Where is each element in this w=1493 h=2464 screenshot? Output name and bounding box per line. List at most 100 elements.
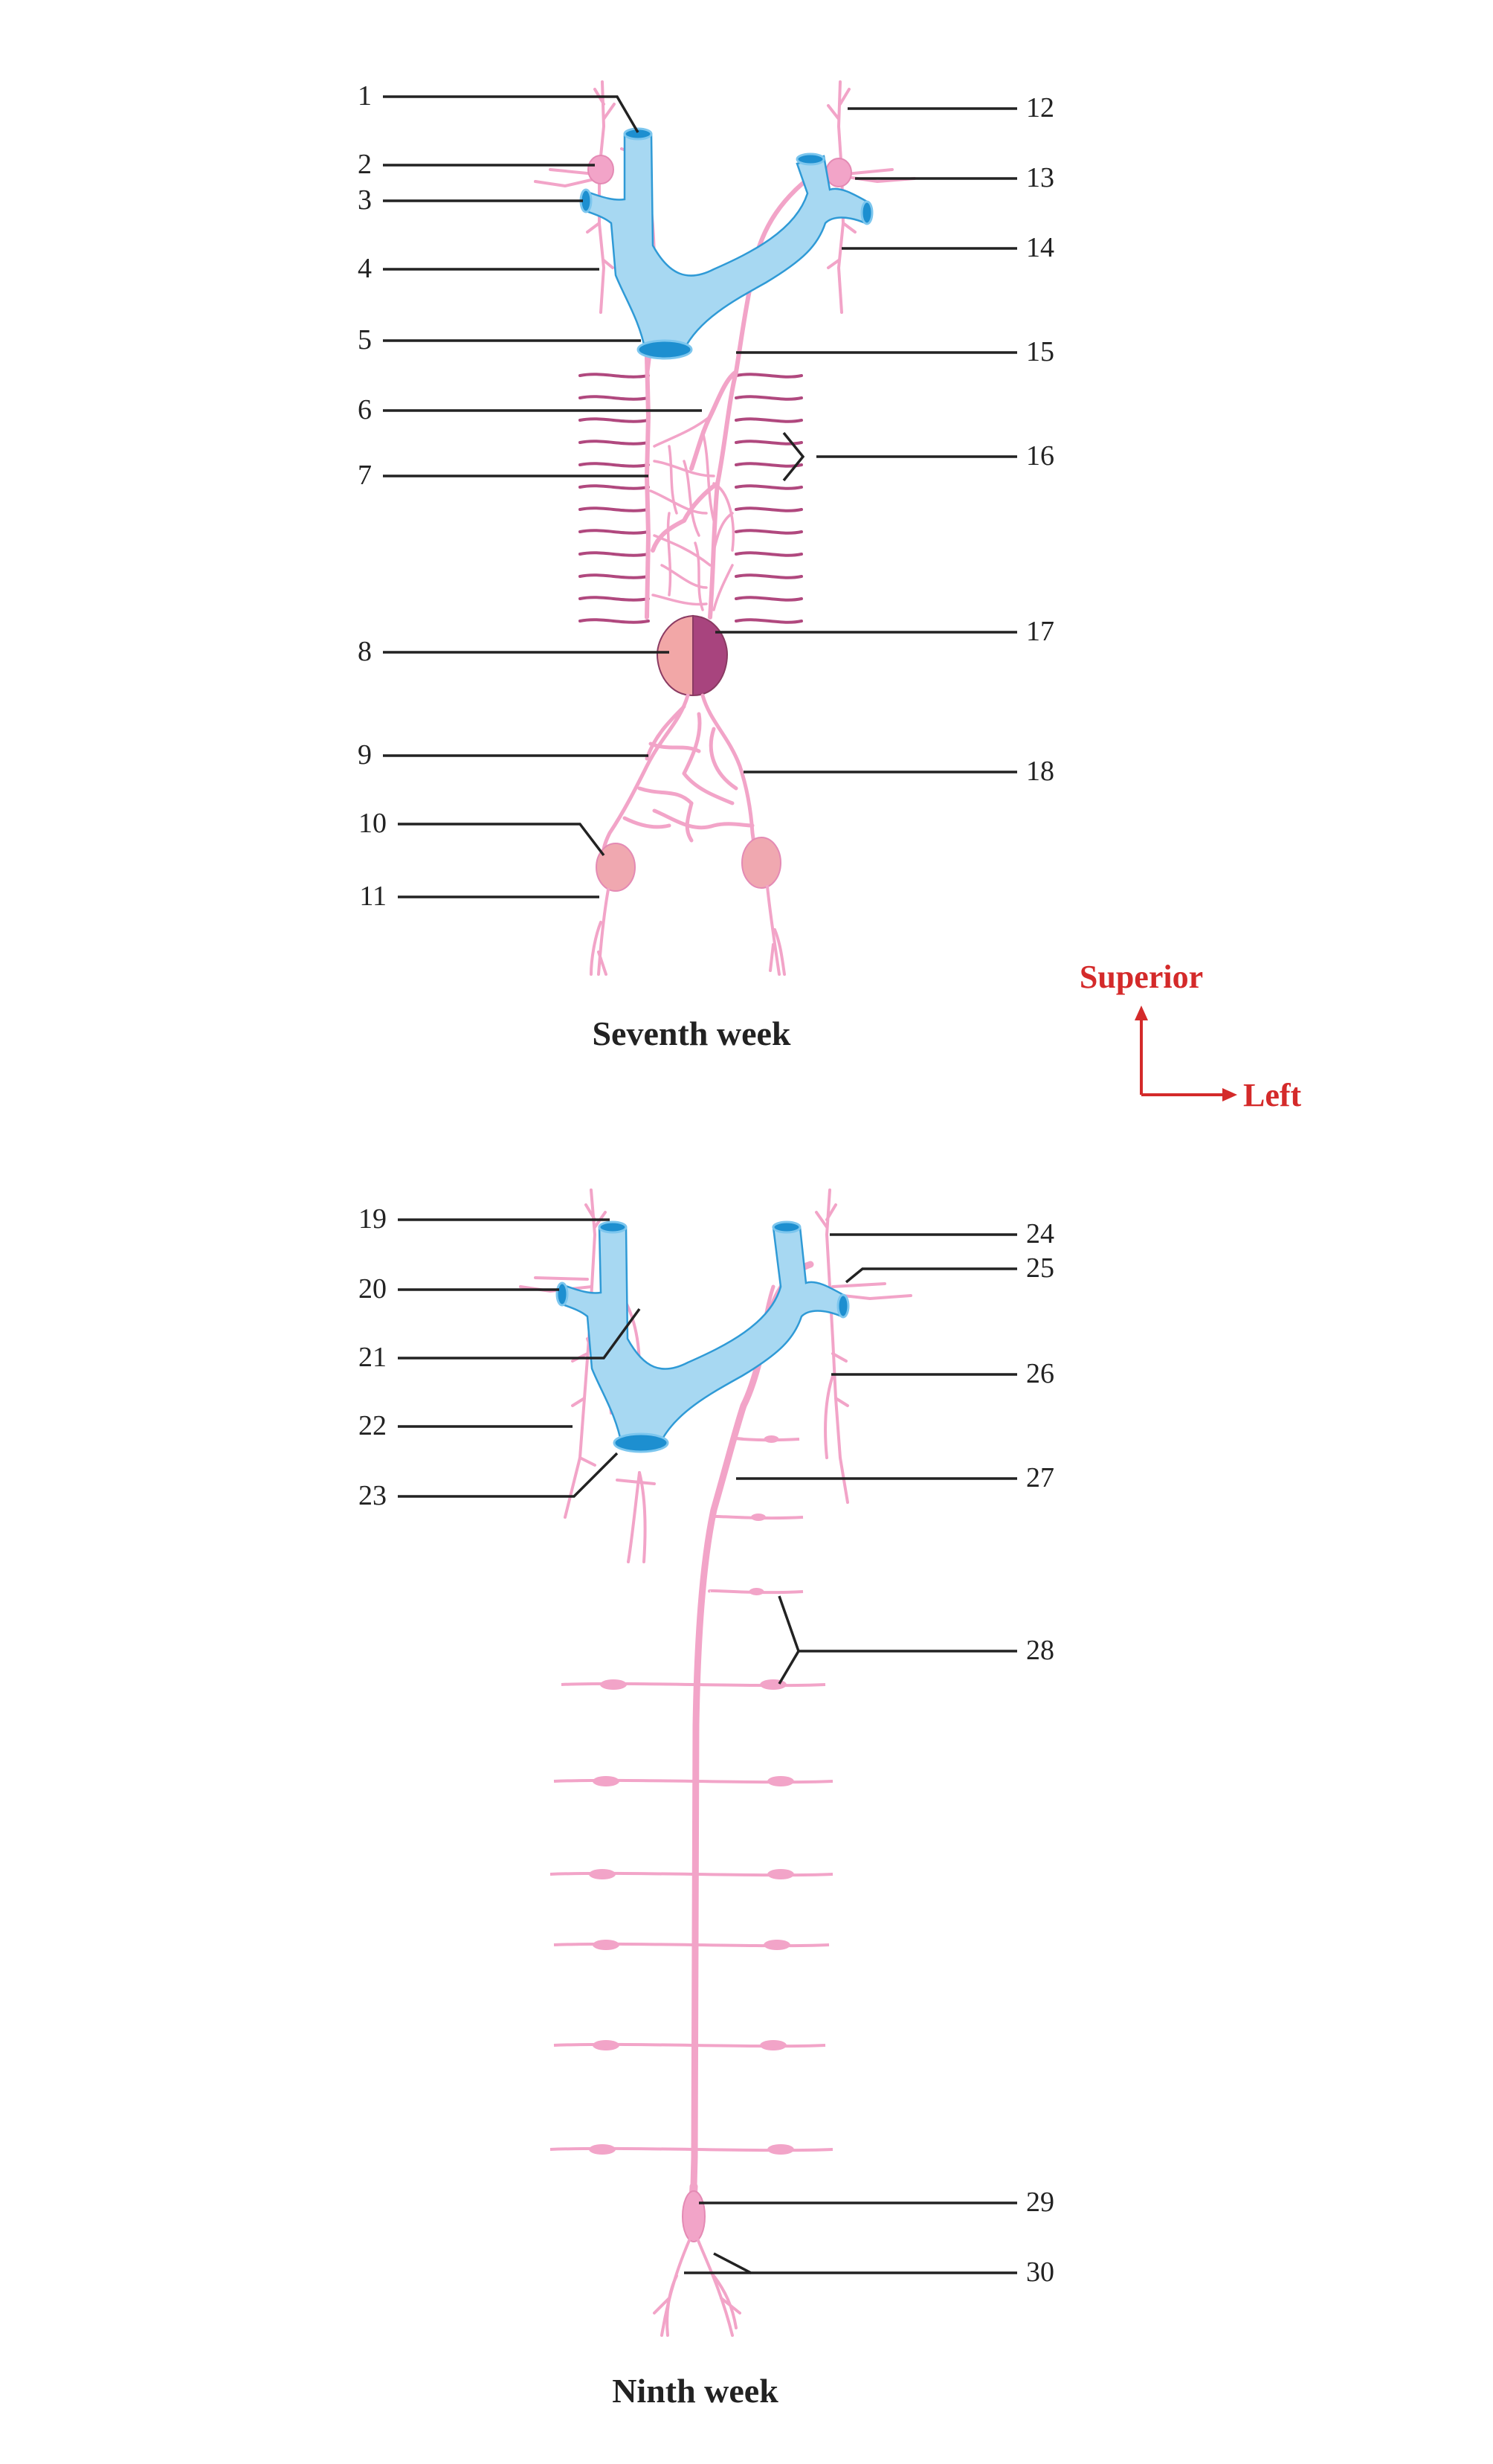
left-label: Left [1243, 1077, 1302, 1113]
seventh-week-caption: Seventh week [592, 1014, 790, 1052]
label-15: 15 [1026, 336, 1054, 367]
intercostal-vessel-left [735, 506, 803, 512]
intercostal-vessel-right [578, 440, 650, 445]
intercostal-vessel-right [578, 417, 650, 423]
intercostal-vessel-right [578, 484, 650, 490]
label-25: 25 [1026, 1252, 1054, 1284]
right-subclavian-vein-lumen-ninth [555, 1281, 569, 1307]
label-14: 14 [1026, 232, 1054, 263]
cisterna-chyli [656, 614, 729, 697]
lymph-node [589, 1869, 616, 1879]
intercostal-vessel-right [578, 596, 650, 602]
label-1: 1 [358, 80, 372, 112]
arrow-right-icon [1141, 1088, 1237, 1101]
label-30: 30 [1026, 2256, 1054, 2288]
cisterna-chyli-ninth [682, 2190, 706, 2242]
left-subclavian-vein-lumen [860, 200, 874, 225]
label-8: 8 [358, 636, 372, 667]
intercostal-vessel-right [578, 462, 650, 468]
intercostal-vessel-left [735, 373, 803, 379]
lymph-node [764, 1940, 790, 1950]
seventh-week-panel: 1 2 3 4 5 6 7 8 9 10 11 12 13 14 15 16 1… [358, 80, 1054, 1052]
label-4: 4 [358, 253, 372, 284]
segmental-lymph-vessel [707, 1589, 804, 1595]
right-internal-jugular-vein-lumen [623, 127, 653, 141]
intercostal-vessel-right [578, 506, 650, 512]
label-16: 16 [1026, 440, 1054, 472]
left-internal-jugular-vein-lumen-ninth [772, 1220, 802, 1234]
label-20: 20 [358, 1273, 387, 1305]
lymph-node [767, 2144, 794, 2155]
intercostal-vessel-right [578, 618, 650, 624]
superior-label: Superior [1080, 959, 1203, 995]
intercostal-vessel-left [735, 417, 803, 423]
venous-system [579, 127, 874, 360]
label-18: 18 [1026, 756, 1054, 787]
seventh-week-left-labels: 1 2 3 4 5 6 7 8 9 10 11 [358, 80, 387, 912]
intercostal-vessel-left [735, 395, 803, 401]
lymph-node [760, 1679, 787, 1690]
superior-vena-cava-lumen-ninth [613, 1432, 669, 1453]
label-3: 3 [358, 184, 372, 216]
label-5: 5 [358, 324, 372, 356]
intercostal-vessel-left [735, 551, 803, 557]
right-jugular-lymph-sac [825, 158, 852, 187]
intercostal-vessel-right [578, 395, 650, 401]
lymph-node [767, 1869, 794, 1879]
label-19: 19 [358, 1203, 387, 1235]
label-27: 27 [1026, 1462, 1054, 1493]
ninth-week-right-labels: 24 25 26 27 28 29 30 [1026, 1218, 1054, 2288]
label-23: 23 [358, 1480, 387, 1511]
arrow-up-icon [1135, 1006, 1148, 1095]
thoracic-duct [687, 1261, 814, 2228]
retroperitoneal-lymph-plexus [602, 693, 759, 865]
left-internal-jugular-vein-lumen [796, 152, 825, 166]
venous-system-ninth [555, 1220, 850, 1453]
intercostal-vessel-left [735, 529, 803, 535]
left-subclavian-vein-lumen-ninth [836, 1293, 850, 1319]
left-jugular-lymph-sac [587, 155, 614, 184]
right-internal-jugular-vein-lumen-ninth [598, 1220, 628, 1234]
label-2: 2 [358, 149, 372, 180]
lumbar-lymph-trunks [653, 2237, 741, 2337]
lymph-node [749, 1588, 764, 1595]
intercostal-vessel-left [735, 440, 803, 445]
label-24: 24 [1026, 1218, 1054, 1249]
intercostal-vessel-left [735, 462, 803, 468]
orientation-indicator: Superior Left [1080, 959, 1302, 1113]
ninth-week-panel: 19 20 21 22 23 24 25 26 27 28 29 30 Nint… [358, 1188, 1054, 2410]
label-10: 10 [358, 808, 387, 839]
ninth-week-caption: Ninth week [612, 2372, 778, 2410]
lymph-node [589, 2144, 616, 2155]
intercostal-vessel-left [735, 484, 803, 490]
segmental-lymph-vessel [733, 1436, 800, 1442]
label-13: 13 [1026, 162, 1054, 193]
seventh-week-right-labels: 12 13 14 15 16 17 18 [1026, 92, 1054, 787]
lower-limb-lymph-vessels [590, 885, 786, 976]
lymph-node [760, 2040, 787, 2050]
label-26: 26 [1026, 1358, 1054, 1389]
label-6: 6 [358, 394, 372, 425]
label-11: 11 [359, 881, 387, 912]
label-7: 7 [358, 460, 372, 491]
lymph-node [751, 1514, 766, 1521]
superior-vena-cava-lumen [636, 339, 693, 360]
intercostal-vessel-left [735, 596, 803, 602]
intercostal-vessel-left [735, 618, 803, 624]
lymph-node [593, 1940, 619, 1950]
lymph-node [593, 2040, 619, 2050]
label-9: 9 [358, 739, 372, 771]
thoracic-anastomoses [649, 415, 735, 611]
label-17: 17 [1026, 616, 1054, 647]
intercostal-vessels [578, 373, 803, 624]
label-21: 21 [358, 1342, 387, 1373]
intercostal-vessel-right [578, 373, 650, 379]
left-iliac-lymph-sac [741, 837, 781, 889]
label-28: 28 [1026, 1635, 1054, 1666]
intercostal-vessel-right [578, 573, 650, 579]
right-iliac-lymph-sac [596, 843, 636, 892]
leader-lines [383, 95, 1017, 898]
intercostal-vessel-right [578, 529, 650, 535]
